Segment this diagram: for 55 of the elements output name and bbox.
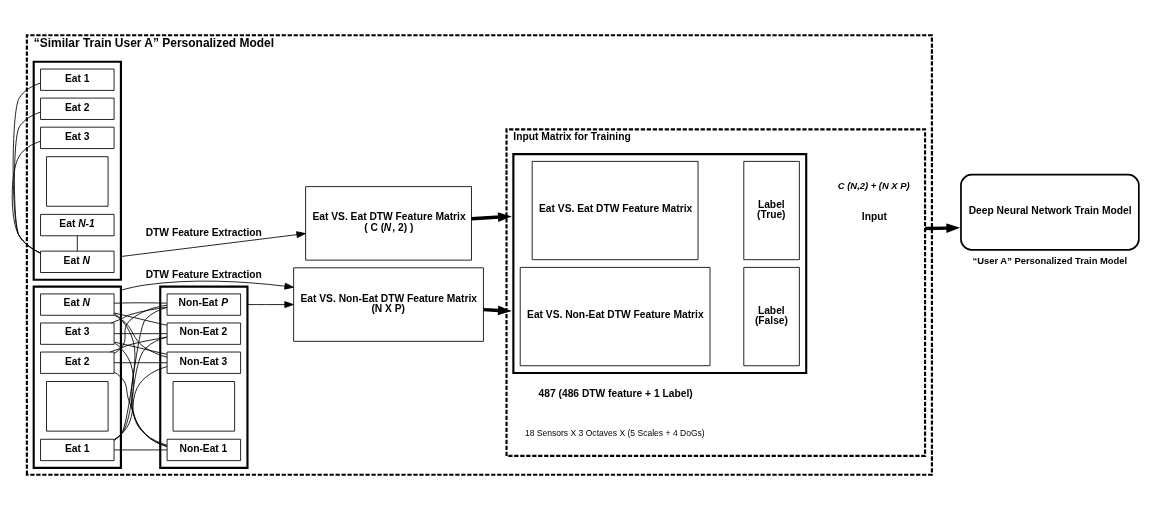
node-box: Eat VS. Eat DTW Feature Matrix ( C (N, 2) ) — [305, 186, 472, 261]
arrow — [483, 305, 512, 316]
connector — [110, 306, 168, 324]
connector — [12, 82, 41, 254]
node-box: Eat N — [40, 293, 115, 316]
node-box: Non-Eat 2 — [166, 322, 242, 345]
connector — [113, 302, 168, 304]
node-box: Non-Eat 1 — [166, 438, 242, 462]
node-box: Non-Eat 3 — [166, 351, 242, 374]
connector — [113, 304, 168, 354]
node-box: Eat 3 — [40, 126, 115, 149]
node-box — [46, 381, 109, 432]
edge-label: DTW Feature Extraction — [145, 268, 262, 280]
node-box — [46, 156, 109, 207]
label: 487 (486 DTW feature + 1 Label) — [538, 388, 693, 400]
connector — [113, 333, 168, 335]
edge-label: Input — [861, 211, 887, 223]
node-box: Non-Eat P — [166, 293, 242, 316]
cluster — [159, 285, 249, 469]
arrow — [471, 212, 512, 222]
node-box: Eat 1 — [40, 68, 115, 91]
node-box: Eat 3 — [40, 322, 115, 345]
connector — [113, 314, 168, 358]
node-box — [172, 381, 236, 432]
cluster — [32, 60, 122, 281]
connector — [113, 341, 168, 355]
arrow — [120, 231, 306, 257]
connector — [114, 366, 168, 440]
label: C (N,2) + (N X P) — [837, 179, 910, 191]
connector — [11, 140, 41, 254]
connector — [113, 371, 168, 446]
cluster — [512, 153, 808, 375]
edge-label: DTW Feature Extraction — [145, 226, 262, 238]
cluster — [32, 285, 122, 469]
node-box: Eat N — [40, 250, 115, 273]
label: 18 Sensors X 3 Octaves X (5 Scales + 4 DoGs) — [524, 427, 705, 438]
node-box: Label (True) — [743, 160, 800, 261]
node-box: Eat VS. Eat DTW Feature Matrix — [531, 160, 699, 261]
node-box: Eat VS. Non-Eat DTW Feature Matrix (N X P) — [293, 267, 484, 342]
node-box: Eat N-1 — [40, 213, 115, 237]
arrow — [925, 223, 961, 233]
arrow — [120, 280, 294, 291]
node-box: Eat 1 — [40, 438, 115, 462]
connector — [109, 337, 168, 353]
node-label: “User A” Personalized Train Model — [972, 255, 1128, 267]
node-box: Eat VS. Non-Eat DTW Feature Matrix — [519, 266, 711, 367]
node-box: Label (False) — [743, 266, 800, 367]
node-box: Eat 2 — [40, 97, 115, 120]
node-box: Eat 2 — [40, 351, 115, 374]
connector — [76, 235, 78, 252]
connector — [113, 449, 168, 451]
connector — [113, 312, 168, 326]
connector — [113, 362, 168, 364]
node-box: Deep Neural Network Train Model — [960, 173, 1140, 251]
arrow — [247, 301, 294, 308]
